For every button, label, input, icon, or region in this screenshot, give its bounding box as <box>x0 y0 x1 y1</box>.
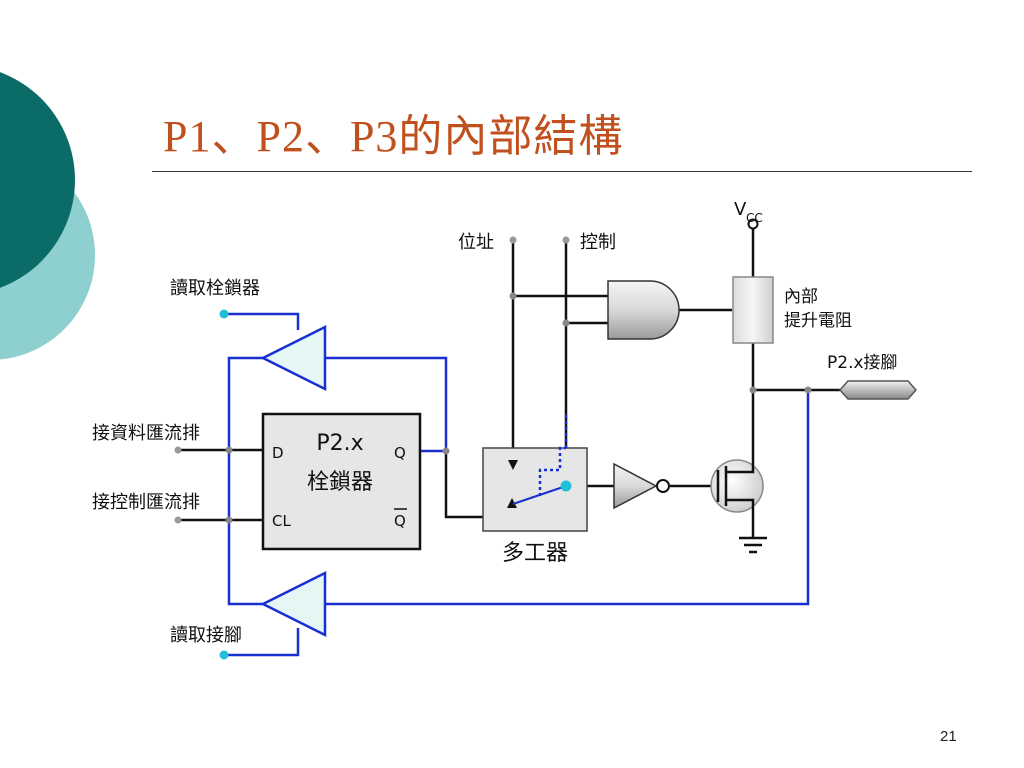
latch-sub-label: 栓鎖器 <box>307 470 373 495</box>
ground-icon <box>739 536 767 554</box>
junction-dot <box>749 386 757 394</box>
input-terminals <box>174 236 570 524</box>
title-divider <box>152 171 972 172</box>
read-latch-label: 讀取栓鎖器 <box>170 278 260 299</box>
mux-address-arrow-icon <box>508 460 518 470</box>
latch-name-label: P2.x <box>316 431 363 456</box>
pullup-label-1: 內部 <box>784 287 818 307</box>
latch-d-pin-label: D <box>272 444 284 462</box>
mosfet-source <box>726 498 755 512</box>
junction-dot <box>225 516 233 524</box>
internal-bus-label: 接資料匯流排 <box>92 423 200 444</box>
latch-box <box>261 412 422 551</box>
page-number: 21 <box>940 728 957 745</box>
junction-dot <box>562 319 570 327</box>
pullup-resistor <box>732 276 774 344</box>
q-feedback-wire <box>325 356 448 453</box>
and-gate <box>607 280 680 340</box>
dark-teal-circle <box>0 72 75 288</box>
address-label: 位址 <box>458 232 494 253</box>
mosfet-drain <box>726 460 755 474</box>
pullup-label-2: 提升電阻 <box>784 311 852 331</box>
mux-input-arrow-icon <box>507 498 517 508</box>
junction-dot <box>509 292 517 300</box>
port-pin-label: P2.x接腳 <box>827 353 898 373</box>
pin-read-wire <box>325 390 810 606</box>
junction-dot <box>442 447 450 455</box>
port-pin-icon <box>838 380 918 400</box>
terminal-dot <box>174 446 182 454</box>
decorative-circles <box>0 72 95 360</box>
vcc-terminal <box>747 218 759 230</box>
not-gate <box>613 462 658 510</box>
junction-dot <box>225 446 233 454</box>
read-latch-terminal <box>219 309 229 319</box>
junction-dots <box>225 292 812 524</box>
control-bus-label: 接控制匯流排 <box>92 492 200 513</box>
latch-q-pin-label: Q <box>394 444 406 462</box>
mux-output-node <box>560 480 572 492</box>
read-latch-control-wire <box>224 312 300 330</box>
left-return-bus <box>227 356 263 606</box>
read-pin-control-wire <box>224 628 300 657</box>
read-latch-buffer <box>260 324 327 392</box>
read-pin-buffer <box>260 570 327 638</box>
latch-cl-pin-label: CL <box>272 512 291 530</box>
read-pin-terminal <box>219 650 229 660</box>
not-gate-bubble <box>656 479 670 493</box>
vcc-sub-label: CC <box>746 211 763 225</box>
latch-qbar-pin-label: Q <box>394 512 406 530</box>
terminal-dot <box>562 236 570 244</box>
mux-box <box>482 447 588 532</box>
terminal-dot <box>509 236 517 244</box>
blue-bus-wires <box>224 312 810 657</box>
control-label: 控制 <box>580 232 616 253</box>
terminal-dot <box>174 516 182 524</box>
slide-title: P1、P2、P3的內部結構 <box>163 112 624 161</box>
mux-label: 多工器 <box>502 541 568 566</box>
vcc-label: V <box>734 199 747 220</box>
junction-dot <box>804 386 812 394</box>
read-pin-label: 讀取接腳 <box>170 625 242 646</box>
